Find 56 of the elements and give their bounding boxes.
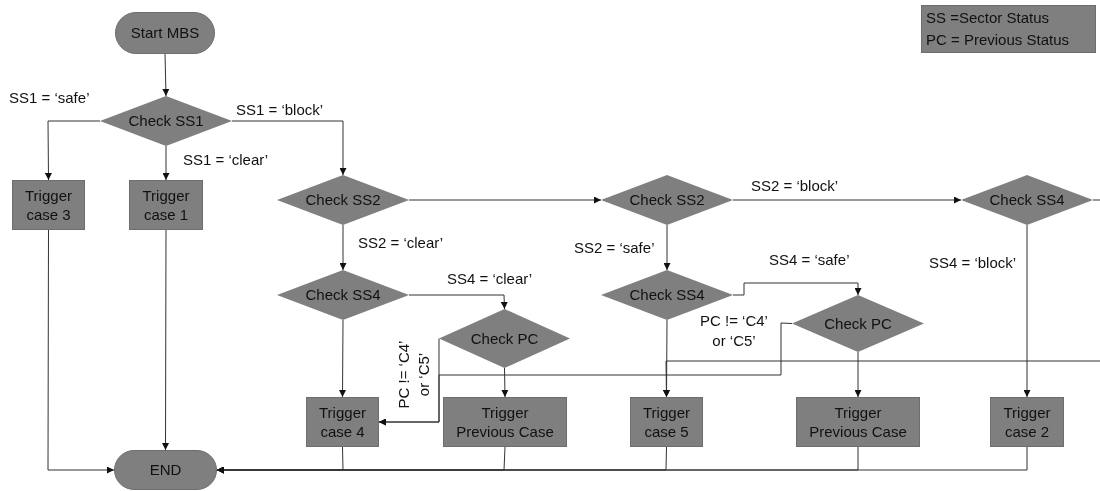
arrow <box>162 229 169 451</box>
node-label: Trigger case 2 <box>1002 402 1052 442</box>
process-box <box>443 397 567 447</box>
arrow <box>339 319 347 398</box>
node-label: END <box>149 460 182 480</box>
node-label: Check SS2 <box>629 190 705 210</box>
arrow <box>732 196 962 204</box>
arrow <box>378 322 793 426</box>
node-label: Trigger case 5 <box>642 402 691 442</box>
node-label: PC = Previous Status <box>926 30 1069 50</box>
node-label: SS =Sector Status <box>926 8 1049 29</box>
arrow <box>339 224 347 271</box>
arrow <box>663 224 671 271</box>
arrow <box>408 196 602 204</box>
node-label: Check SS2 <box>305 190 381 210</box>
node-label: Check SS4 <box>989 190 1065 210</box>
decision-diamond <box>601 175 733 225</box>
node-label: Check SS4 <box>305 285 381 305</box>
terminal-shape <box>114 450 217 490</box>
decision-diamond <box>100 96 232 146</box>
node-label: Check SS1 <box>128 111 204 131</box>
node-label: Trigger Previous Case <box>455 402 555 442</box>
process-box <box>630 397 703 447</box>
node-label: Trigger case 4 <box>318 402 367 442</box>
process-box <box>129 180 203 230</box>
process-box <box>306 397 379 447</box>
terminal-shape <box>115 12 215 54</box>
node-label: Start MBS <box>130 23 200 43</box>
arrow <box>662 360 1100 398</box>
decision-diamond <box>961 175 1093 225</box>
arrow <box>44 120 101 181</box>
decision-diamond <box>439 309 570 368</box>
arrow <box>162 53 170 97</box>
node-label: Check SS4 <box>629 285 705 305</box>
decision-diamond <box>277 175 409 225</box>
arrow <box>1023 224 1031 398</box>
arrow <box>408 294 508 310</box>
node-label: Trigger Previous Case <box>808 402 908 442</box>
node-label: Check PC <box>824 313 892 334</box>
decision-diamond <box>792 295 924 352</box>
arrow <box>47 229 115 474</box>
arrow <box>162 145 170 181</box>
node-label: Trigger case 1 <box>141 185 191 225</box>
process-box <box>990 397 1064 447</box>
arrow <box>216 446 1028 474</box>
arrow <box>854 351 862 398</box>
arrow <box>732 282 862 296</box>
process-box <box>12 180 85 230</box>
arrow <box>231 120 347 176</box>
decision-diamond <box>277 270 409 320</box>
connector-line <box>1092 199 1100 201</box>
arrow <box>501 367 509 398</box>
node-label: Trigger case 3 <box>24 185 73 225</box>
node-label: Check PC <box>470 328 539 349</box>
process-box <box>796 397 920 447</box>
note-box <box>921 5 1096 53</box>
